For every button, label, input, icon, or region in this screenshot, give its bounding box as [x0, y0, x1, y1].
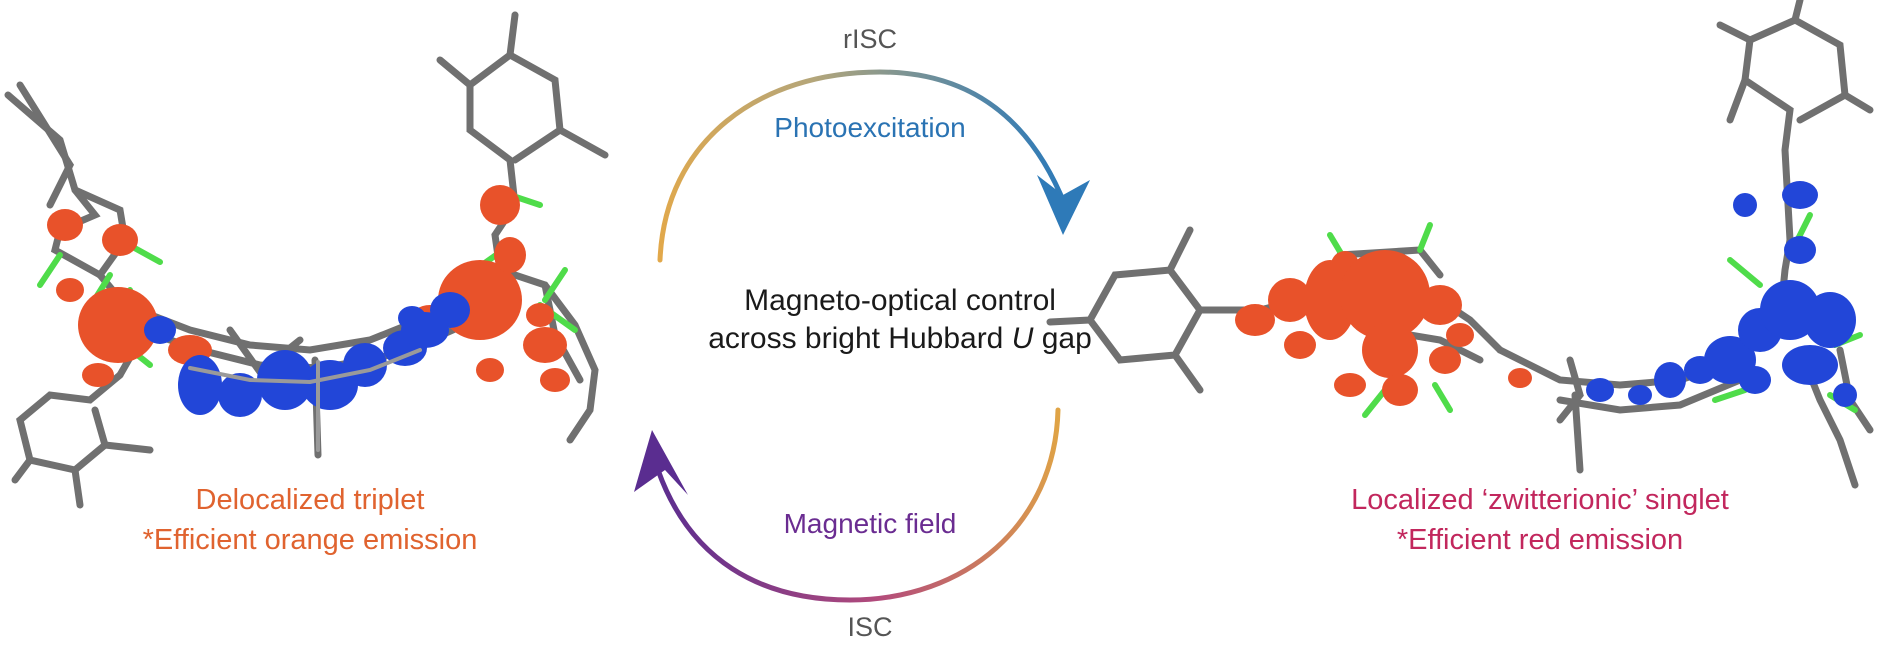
center-caption-prefix: across bright Hubbard	[708, 322, 1012, 355]
center-caption: Magneto-optical control across bright Hu…	[660, 282, 1140, 358]
isc-label: ISC	[847, 612, 893, 642]
right-caption-line1: Localized ‘zwitterionic’ singlet	[1351, 484, 1729, 516]
right-molecule-caption: Localized ‘zwitterionic’ singlet *Effici…	[1290, 480, 1790, 560]
magnetic-field-label: Magnetic field	[783, 508, 957, 539]
center-caption-line2: across bright Hubbard U gap	[660, 320, 1140, 358]
right-blue-orbital-lobes	[1586, 181, 1857, 407]
left-caption-line2: *Efficient orange emission	[142, 524, 478, 556]
center-caption-suffix: gap	[1033, 322, 1092, 355]
right-bond-skeleton	[1046, 0, 1874, 489]
center-caption-line1: Magneto-optical control	[744, 284, 1056, 317]
top-curved-arrow-icon	[657, 69, 1090, 263]
hubbard-u-variable: U	[1011, 322, 1034, 355]
right-molecule-structure	[1046, 0, 1874, 489]
left-molecule-caption: Delocalized triplet *Efficient orange em…	[80, 480, 540, 560]
bottom-curved-arrow-icon	[634, 407, 1061, 603]
risc-label: rISC	[843, 24, 897, 54]
left-orange-orbital-lobes	[47, 185, 570, 392]
right-caption-line2: *Efficient red emission	[1396, 524, 1684, 556]
photoexcitation-label: Photoexcitation	[774, 112, 966, 143]
left-bond-overlay	[188, 348, 422, 452]
left-molecule-structure	[4, 11, 609, 509]
left-caption-line1: Delocalized triplet	[195, 484, 425, 516]
right-orange-orbital-lobes	[1235, 250, 1532, 406]
